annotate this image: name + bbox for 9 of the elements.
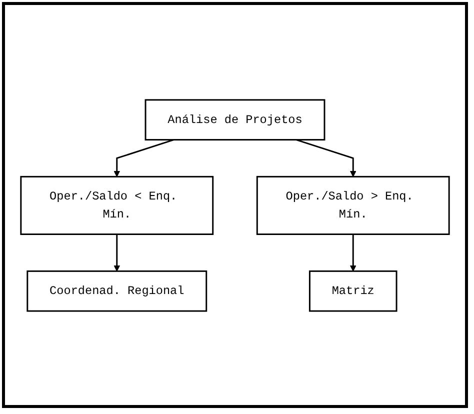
arrow — [114, 138, 174, 176]
node-box: Análise de Projetos — [144, 98, 326, 140]
node-box: Oper./Saldo < Enq. Mín. — [20, 175, 214, 235]
node-box: Matriz — [308, 270, 398, 312]
arrow — [296, 138, 356, 176]
arrow — [114, 234, 120, 271]
arrow — [350, 234, 356, 271]
node-box: Oper./Saldo > Enq. Mín. — [256, 175, 450, 235]
node-box: Coordenad. Regional — [26, 270, 208, 312]
